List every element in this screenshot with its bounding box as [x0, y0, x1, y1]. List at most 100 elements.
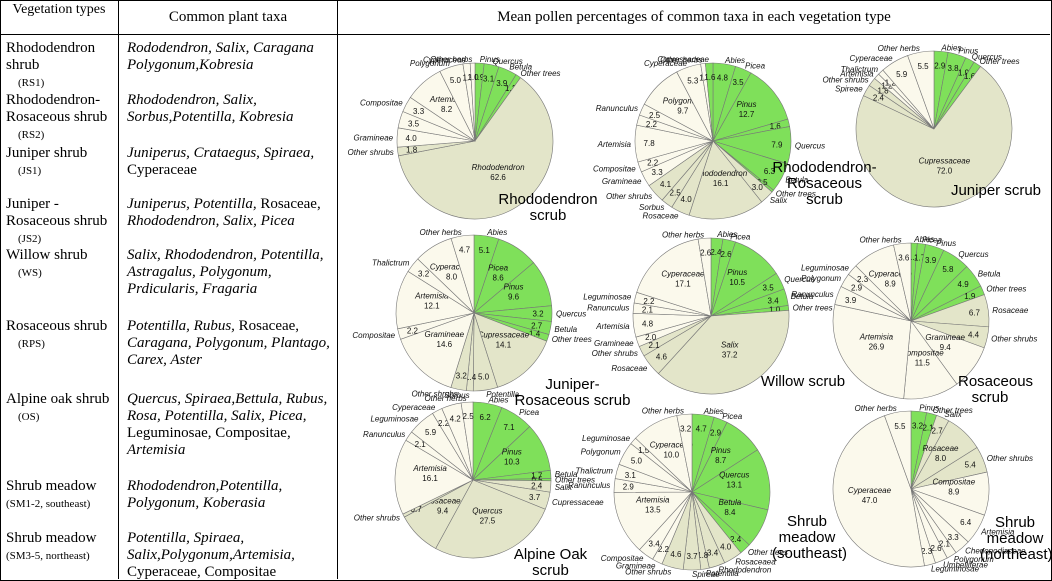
slice-label: Cyperaceae — [661, 270, 705, 279]
slice-label: Artemisia — [414, 291, 449, 300]
slice-label: Cyperaceae — [869, 270, 913, 279]
vegetation-type-abbr: (JS2) — [18, 233, 42, 245]
slice-value-label: 4.9 — [958, 280, 970, 289]
slice-label: Umbelliferae — [943, 561, 988, 570]
vegetation-type: Shrub meadow (SM3-5, northeast) — [6, 530, 118, 565]
pie-slice — [400, 312, 475, 388]
slice-value-label: 7.1 — [503, 423, 515, 432]
plant-taxa-plain: Leguminosae, Compositae, — [127, 425, 291, 441]
slice-label: Leguminosae — [583, 293, 632, 302]
slice-value-label: 14.6 — [437, 340, 453, 349]
pie-chart: 4.7Abies2.9Picea8.7Pinus13.1Quercus8.4Be… — [568, 406, 788, 579]
slice-value-label: 2.4 — [710, 248, 722, 257]
slice-value-label: 1.5 — [462, 73, 474, 82]
vegetation-type: Willow shrub (WS) — [6, 247, 118, 282]
slice-label: Other shrubs — [348, 148, 394, 157]
slice-value-label: 3.3 — [413, 107, 425, 116]
slice-label: Artemisia — [635, 495, 670, 504]
slice-value-label: 9.4 — [940, 343, 952, 352]
slice-label: Sorbus — [444, 391, 469, 400]
slice-value-label: 3.9 — [925, 256, 937, 265]
slice-label: Compositae — [360, 98, 403, 107]
slice-label: Abies — [488, 396, 509, 405]
plant-taxa-plain: Cyperaceae, Compositae — [127, 564, 277, 580]
slice-value-label: 3.9 — [845, 296, 857, 305]
slice-label: Picea — [730, 232, 751, 241]
chart-title: Juniper-Rosaceous scrub — [514, 376, 631, 409]
slice-label: Pinus — [958, 47, 978, 56]
slice-value-label: 2.3 — [921, 547, 933, 556]
slice-value-label: 10.5 — [729, 278, 745, 287]
plant-taxa-italic: Juniperus, Potentilla, — [127, 196, 257, 212]
slice-label: Other herbs — [662, 230, 704, 239]
slice-value-label: 5.0 — [450, 76, 462, 85]
slice-value-label: 5.5 — [917, 62, 929, 71]
slice-value-label: 5.9 — [896, 70, 908, 79]
plant-taxa: Quercus, Spiraea,Bettula, Rubus, Rosa, P… — [127, 391, 332, 459]
slice-label: Other shrubs — [592, 349, 638, 358]
plant-taxa: Salix, Rhododendron, Potentilla, Astraga… — [127, 247, 332, 298]
pie-slice — [394, 439, 474, 515]
plant-taxa: Potentilla, Rubus, Rosaceae, Caragana, P… — [127, 318, 332, 369]
slice-label: Salix — [944, 410, 962, 419]
slice-label: Spireae — [692, 570, 720, 579]
slice-value-label: 3.4 — [707, 549, 719, 558]
slice-value-label: 0.5 — [756, 178, 768, 187]
slice-label: Betula — [719, 498, 742, 507]
slice-value-label: 3.6 — [898, 253, 910, 262]
slice-value-label: 1.7 — [914, 254, 926, 263]
slice-label: Rosaceae — [425, 496, 462, 505]
slice-value-label: 2.7 — [531, 321, 543, 330]
slice-label: Artemisia — [412, 464, 447, 473]
slice-label: Ranunculus — [363, 430, 405, 439]
slice-value-label: 6.3 — [764, 167, 776, 176]
slice-label: Quercus — [784, 275, 814, 284]
slice-value-label: 9.4 — [437, 506, 449, 515]
slice-value-label: 9.7 — [677, 107, 689, 116]
plant-taxa-italic-2: Caragana, Polygonum, Plantago, Carex, As… — [127, 335, 330, 368]
plant-taxa-plain: Cyperaceae — [127, 162, 197, 178]
slice-label: Potentilla — [706, 569, 739, 578]
slice-value-label: 2.9 — [934, 61, 946, 70]
pie-slice — [460, 401, 474, 481]
slice-label: Cyperaceae — [644, 59, 688, 68]
slice-value-label: 3.2 — [418, 270, 430, 279]
slice-value-label: 1.8 — [877, 86, 889, 95]
slice-value-label: 1.0 — [699, 74, 711, 83]
slice-value-label: 4.4 — [968, 331, 980, 340]
vegetation-type-name: Shrub meadow — [6, 478, 97, 494]
slice-value-label: 2.2 — [438, 419, 450, 428]
slice-value-label: 7.8 — [644, 139, 656, 148]
slice-label: Salix — [721, 341, 739, 350]
slice-value-label: 5.9 — [425, 428, 437, 437]
slice-label: Potentilla — [486, 390, 519, 399]
plant-taxa: Potentilla, Spiraea, Salix,Polygonum,Art… — [127, 530, 332, 581]
slice-value-label: 2.0 — [645, 333, 657, 342]
slice-label: Thalictrum — [372, 259, 410, 268]
slice-label: Chenopodiaceae — [965, 547, 1026, 556]
slice-label: Other herbs — [855, 404, 897, 413]
slice-label: Gramineae — [602, 177, 642, 186]
slice-label: Picea — [488, 264, 509, 273]
slice-value-label: 3.5 — [408, 119, 420, 128]
slice-value-label: 3.7 — [529, 493, 541, 502]
slice-value-label: 2.1 — [642, 306, 654, 315]
slice-label: Picea — [519, 408, 540, 417]
slice-value-label: 5.8 — [942, 265, 954, 274]
slice-label: Leguminosae — [931, 565, 980, 574]
slice-value-label: 4.6 — [670, 550, 682, 559]
slice-value-label: 2.5 — [649, 111, 661, 120]
slice-label: Leguminosae — [370, 415, 419, 424]
pie-slice — [473, 312, 548, 388]
plant-taxa-text: Salix, Rhododendron, Potentilla, Astraga… — [127, 247, 324, 297]
slice-value-label: 6.2 — [480, 413, 492, 422]
slice-label: Gramineae — [354, 133, 394, 142]
slice-value-label: 3.2 — [680, 424, 692, 433]
plant-taxa: Rododendron, Salix, Caragana Polygonum,K… — [127, 40, 332, 74]
slice-value-label: 27.5 — [480, 516, 496, 525]
slice-value-label: 1.9 — [958, 68, 970, 77]
slice-value-label: 3.8 — [947, 64, 959, 73]
